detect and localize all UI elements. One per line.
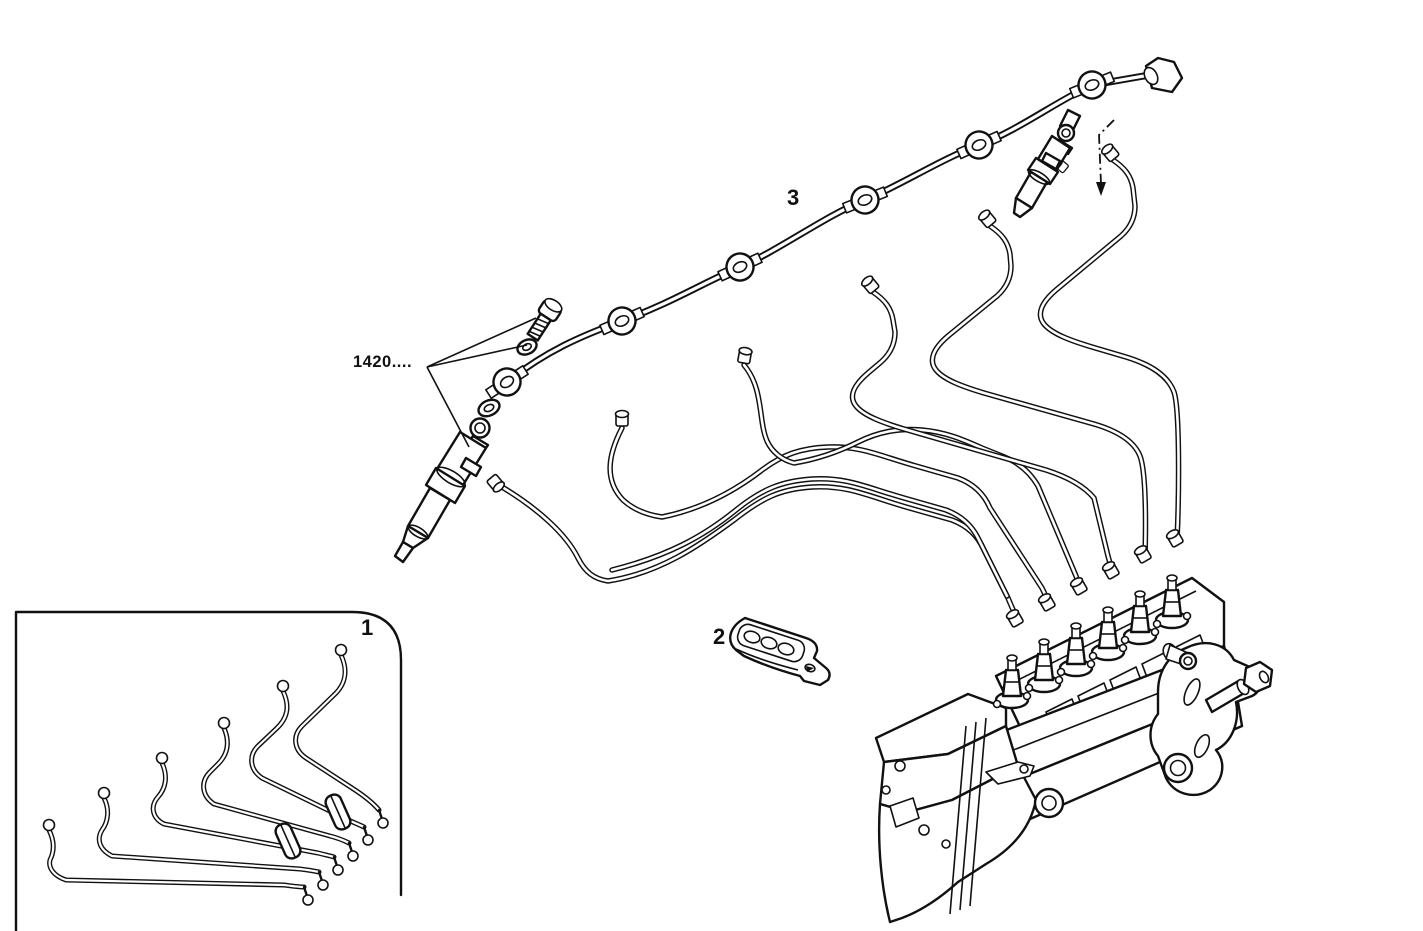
pipe-end-ball xyxy=(377,817,389,829)
pipe-end-ball xyxy=(362,834,374,846)
pipe-union-nut xyxy=(1133,544,1152,564)
banjo-fitting xyxy=(599,306,645,336)
inset-box xyxy=(14,610,403,931)
fuel-injector-left xyxy=(393,417,491,564)
banjo-fitting xyxy=(485,365,529,399)
delivery-valve-holder xyxy=(1088,606,1128,662)
callout-2: 2 xyxy=(713,624,727,649)
fuel-injector-right xyxy=(1012,108,1082,219)
banjo-fitting xyxy=(956,130,1002,160)
shaft-nut xyxy=(1242,660,1274,694)
banjo-fitting xyxy=(841,185,889,215)
delivery-valve-holder xyxy=(992,654,1032,710)
pipe-bundle-clamp xyxy=(324,793,352,831)
pipe-end-ball xyxy=(155,751,169,765)
callout-3: 3 xyxy=(787,185,801,210)
banjo-fitting xyxy=(1068,70,1116,100)
pipe-end-ball xyxy=(276,679,290,693)
pipe-end-ball xyxy=(317,879,329,891)
pipe-end-ball xyxy=(42,818,56,832)
callout-leader-lines xyxy=(426,119,1115,448)
pipe-union-nut xyxy=(737,346,753,365)
pump-front-cover xyxy=(874,692,1065,924)
pipe-clamp-bracket xyxy=(728,616,831,687)
pipe-union-nut xyxy=(1101,560,1120,580)
banjo-fitting xyxy=(717,252,763,282)
delivery-valve-holders xyxy=(992,574,1192,710)
leak-off-end-fitting xyxy=(1143,56,1184,94)
delivery-valve-holder xyxy=(1056,622,1096,678)
install-axis-arrow xyxy=(1098,119,1115,185)
delivery-valve-holder xyxy=(1120,590,1160,646)
pump-mounting-flange xyxy=(1149,641,1274,797)
pipe-union-nut xyxy=(486,473,506,493)
pipe-end-ball xyxy=(332,864,344,876)
injection-pump xyxy=(874,574,1274,924)
pipe-end-ball xyxy=(302,894,314,906)
delivery-valve-holder xyxy=(1152,574,1192,630)
pipe-union-nut xyxy=(614,409,630,427)
pipe-end-ball xyxy=(97,786,111,800)
pipe-union-nut xyxy=(1100,143,1120,163)
delivery-valve-holder xyxy=(1024,638,1064,694)
pipe-union-nut xyxy=(977,209,997,229)
pipe-union-nut xyxy=(1005,608,1024,628)
pipe-union-nut xyxy=(1165,528,1184,548)
pipe-union-nut xyxy=(860,275,880,295)
callout-1420: 1420.... xyxy=(353,353,413,371)
banjo-bolt xyxy=(526,297,563,342)
pipe-bundle-clamp xyxy=(274,822,302,860)
pipe-union-nut xyxy=(1069,576,1088,596)
pipe-end-ball xyxy=(347,850,359,862)
pipe-end-ball xyxy=(217,716,231,730)
callout-1: 1 xyxy=(361,615,375,640)
pipe-fittings xyxy=(42,70,1184,906)
injector-seal-washers xyxy=(477,338,538,418)
pipe-end-ball xyxy=(334,643,348,657)
pipe-union-nut xyxy=(1037,592,1056,612)
